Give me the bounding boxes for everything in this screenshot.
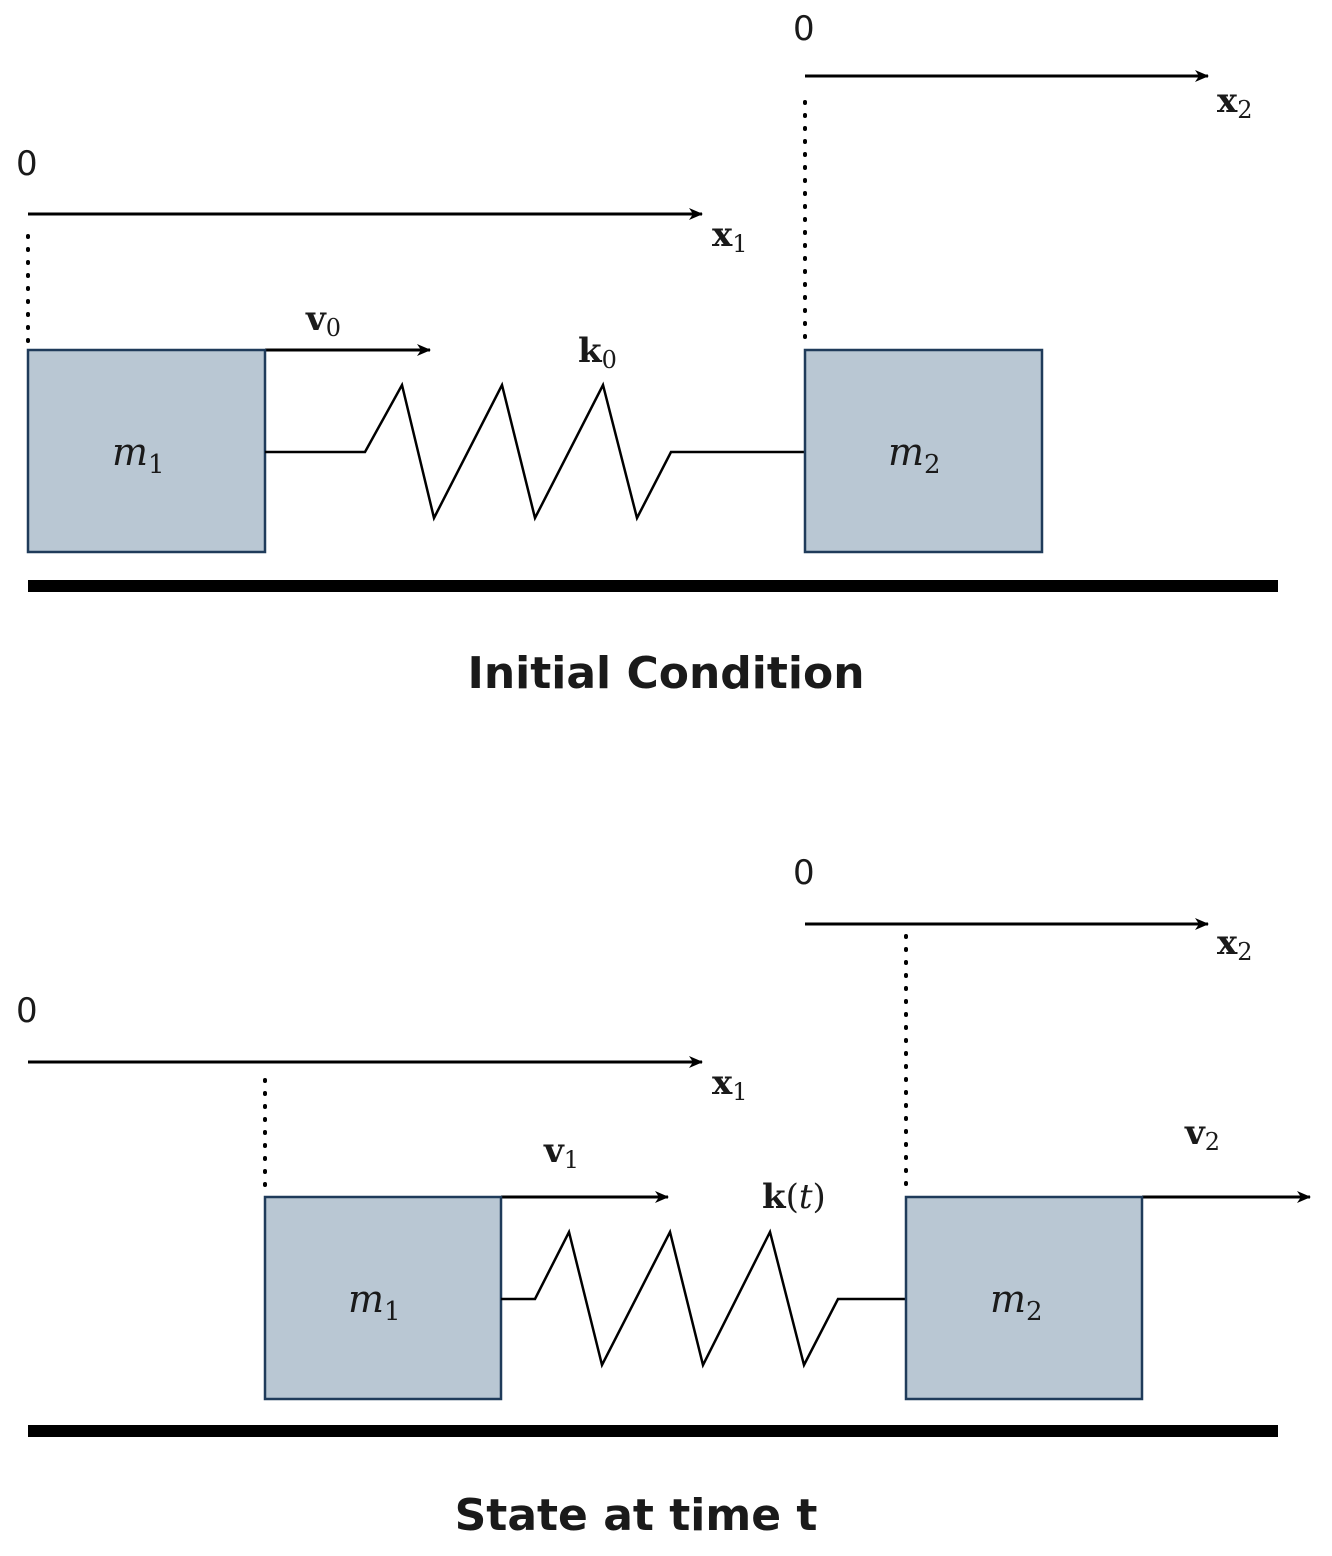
spring-kt-label: k(t) (762, 1177, 826, 1217)
x2-axis-origin-label: 0 (793, 853, 815, 893)
mass2-label: m2 (888, 430, 941, 480)
caption-initial-condition: Initial Condition (467, 648, 864, 699)
x1-axis-origin-label: 0 (16, 144, 38, 184)
caption-state-at-time-t: State at time t (455, 1490, 818, 1541)
x1-axis-label: x1 (712, 1063, 748, 1106)
x2-axis-label: x2 (1217, 81, 1253, 124)
spring-k0-label: k0 (578, 331, 617, 374)
x1-axis-label: x1 (712, 215, 748, 258)
mass2-block (904, 1195, 1144, 1401)
mass1-label: m1 (348, 1277, 401, 1327)
x2-axis-label: x2 (1217, 923, 1253, 966)
x1-axis-origin-label: 0 (16, 991, 38, 1031)
mass2-block (803, 348, 1044, 554)
panel-state-at-time-t: 0 x2 0 x1 v1 v2 m1 k(t) (16, 853, 1311, 1541)
velocity-v1-label: v1 (543, 1131, 579, 1174)
spring-kt (501, 1228, 906, 1369)
velocity-v2-label: v2 (1184, 1113, 1220, 1156)
panel-initial-condition: 0 x2 0 x1 v0 m1 k0 m2 (16, 9, 1278, 699)
x2-axis-origin-label: 0 (793, 9, 815, 49)
spring-k0 (265, 381, 805, 522)
velocity-v0-label: v0 (305, 299, 341, 342)
mass2-label: m2 (990, 1277, 1043, 1327)
mass1-block (26, 348, 267, 554)
mass1-label: m1 (112, 430, 165, 480)
